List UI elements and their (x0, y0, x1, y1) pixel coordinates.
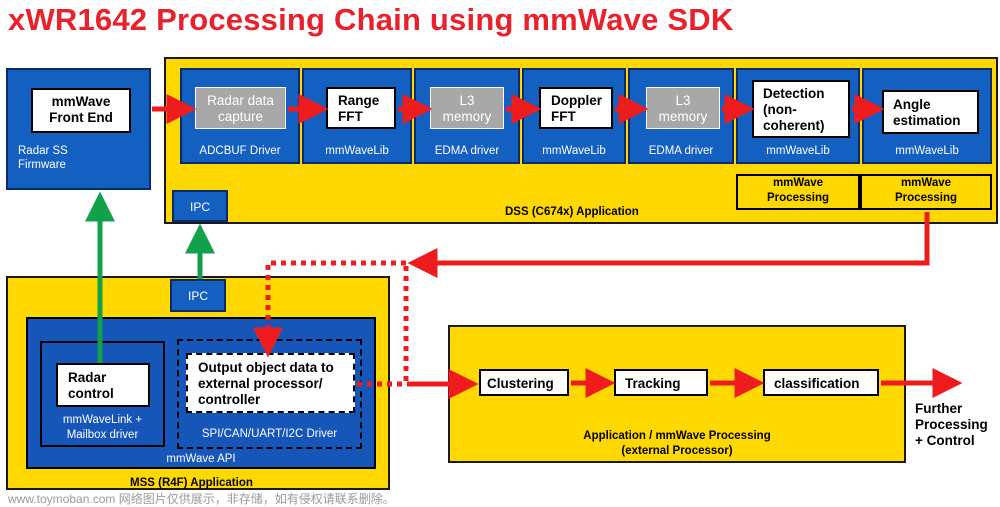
adcbuf-driver-label: ADCBUF Driver (199, 145, 281, 157)
radar-control-driver-label: mmWaveLink + Mailbox driver (62, 414, 143, 441)
l3-memory-box-2: L3 memory (646, 87, 720, 129)
angle-estimation-box: Angle estimation (882, 90, 979, 134)
l3-memory-box-1: L3 memory (430, 87, 504, 129)
further-processing-label: Further Processing + Control (915, 401, 988, 448)
mss-ipc-label: IPC (187, 289, 208, 303)
angle-estimation-lib-label: mmWaveLib (895, 145, 959, 157)
range-fft-lib-label: mmWaveLib (325, 145, 389, 157)
clustering-box: Clustering (479, 369, 569, 396)
dss-ipc-label: IPC (189, 200, 210, 214)
dss-application-label: DSS (C674x) Application (505, 206, 639, 218)
mmwave-front-end-box: mmWave Front End (31, 88, 131, 133)
external-processor-label: Application / mmWave Processing (externa… (583, 430, 771, 457)
watermark-text: www.toymoban.com 网络图片仅供展示，非存储，如有侵权请联系删除。 (8, 492, 395, 506)
dss-ipc-block (172, 190, 228, 222)
radar-ss-firmware-label: Radar SS Firmware (18, 145, 68, 171)
range-fft-box: Range FFT (326, 87, 396, 129)
doppler-fft-box: Doppler FFT (539, 87, 613, 129)
doppler-fft-lib-label: mmWaveLib (542, 145, 606, 157)
classification-box: classification (763, 369, 879, 396)
mss-ipc-block (170, 279, 226, 312)
detection-lib-label: mmWaveLib (766, 145, 830, 157)
detection-box: Detection (non- coherent) (752, 80, 850, 138)
output-driver-label: SPI/CAN/UART/I2C Driver (201, 428, 338, 440)
angle-mmwave-processing-label: mmWave Processing (860, 174, 992, 210)
edma-driver-label-1: EDMA driver (434, 145, 500, 157)
radar-data-capture-box: Radar data capture (195, 87, 286, 129)
mss-application-label: MSS (R4F) Application (130, 477, 253, 489)
page-title: xWR1642 Processing Chain using mmWave SD… (8, 2, 734, 37)
output-object-data-box: Output object data to external processor… (186, 353, 355, 413)
radar-control-box: Radar control (56, 363, 150, 407)
edma-driver-label-2: EDMA driver (648, 145, 714, 157)
mmwave-api-label: mmWave API (166, 453, 236, 465)
tracking-box: Tracking (614, 369, 708, 396)
detection-mmwave-processing-label: mmWave Processing (736, 174, 860, 210)
